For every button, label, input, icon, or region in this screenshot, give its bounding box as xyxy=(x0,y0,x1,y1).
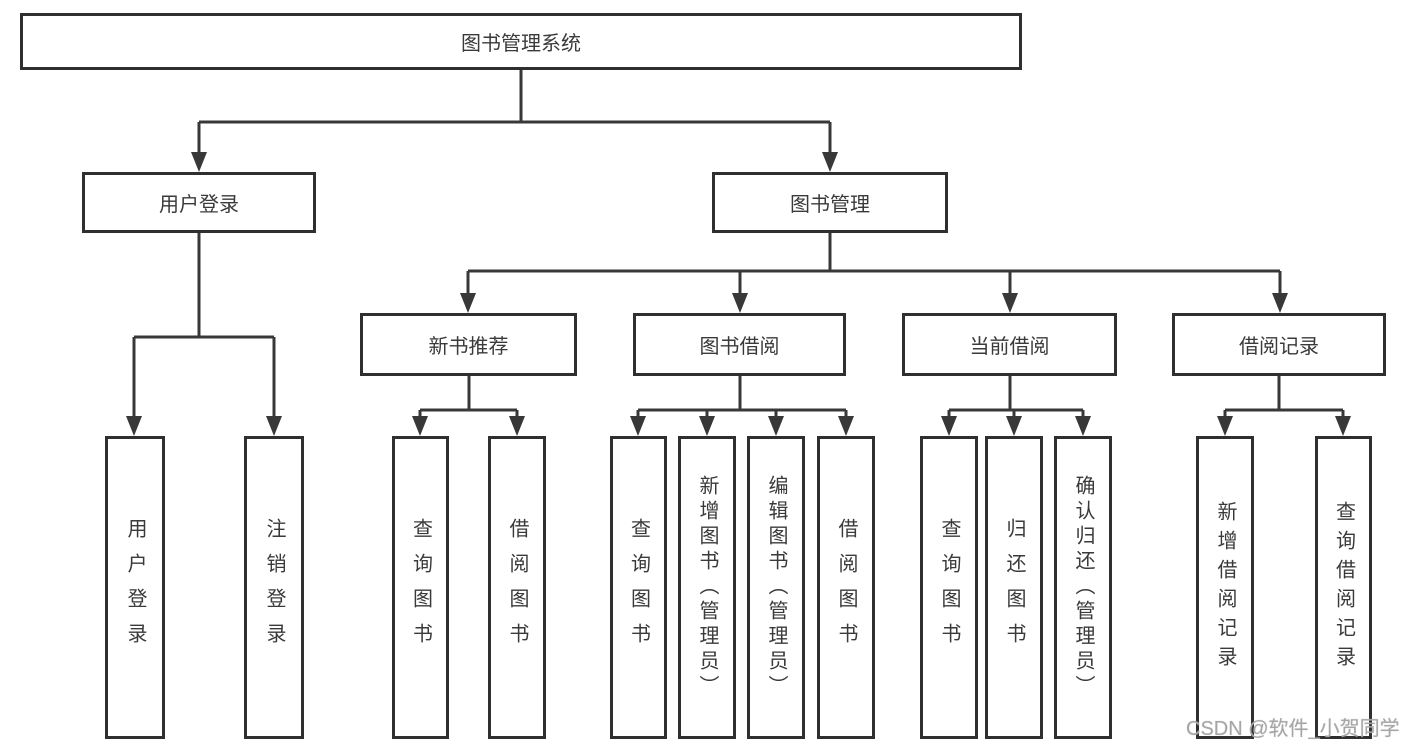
node-new-book-recommend: 新书推荐 xyxy=(360,313,577,376)
arrow-down-icon xyxy=(822,152,838,172)
arrow-down-icon xyxy=(460,293,476,313)
arrow-down-icon xyxy=(1272,293,1288,313)
arrow-down-icon xyxy=(1006,416,1022,436)
leaf-add-books-admin-label: 新增图书（管理员） xyxy=(696,475,718,700)
node-root-label: 图书管理系统 xyxy=(461,33,581,55)
arrow-down-icon xyxy=(266,416,282,436)
node-root: 图书管理系统 xyxy=(20,13,1022,70)
leaf-logout-label: 注销登录 xyxy=(263,517,285,658)
leaf-add-borrow-record-label: 新增借阅记录 xyxy=(1214,500,1236,675)
leaf-query-books-1: 查询图书 xyxy=(392,436,449,739)
arrow-down-icon xyxy=(768,416,784,436)
arrow-down-icon xyxy=(191,152,207,172)
leaf-add-borrow-record: 新增借阅记录 xyxy=(1196,436,1254,739)
csdn-watermark: CSDN @软件_小贺同学 xyxy=(1186,718,1400,740)
leaf-edit-books-admin-label: 编辑图书（管理员） xyxy=(765,475,787,700)
node-user-login: 用户登录 xyxy=(82,172,316,233)
node-current-borrowing-label: 当前借阅 xyxy=(969,336,1050,358)
arrow-down-icon xyxy=(1217,416,1233,436)
arrow-down-icon xyxy=(1002,293,1018,313)
arrow-down-icon xyxy=(1075,416,1091,436)
leaf-logout: 注销登录 xyxy=(244,436,304,739)
leaf-confirm-return-admin: 确认归还（管理员） xyxy=(1054,436,1112,739)
arrow-down-icon xyxy=(732,293,748,313)
leaf-query-borrow-record-label: 查询借阅记录 xyxy=(1332,500,1355,675)
leaf-add-books-admin: 新增图书（管理员） xyxy=(678,436,736,739)
arrow-down-icon xyxy=(941,416,957,436)
leaf-confirm-return-admin-label: 确认归还（管理员） xyxy=(1072,475,1094,700)
node-book-borrowing-label: 图书借阅 xyxy=(699,336,780,358)
arrow-down-icon xyxy=(412,416,428,436)
leaf-query-books-1-label: 查询图书 xyxy=(409,517,432,658)
node-user-login-label: 用户登录 xyxy=(159,194,239,216)
node-new-book-recommend-label: 新书推荐 xyxy=(428,336,509,358)
arrow-down-icon xyxy=(1335,416,1351,436)
leaf-query-books-2-label: 查询图书 xyxy=(627,517,650,658)
leaf-query-books-2: 查询图书 xyxy=(610,436,667,739)
node-borrowing-records: 借阅记录 xyxy=(1172,313,1386,376)
leaf-borrow-books-2-label: 借阅图书 xyxy=(835,517,857,658)
arrow-down-icon xyxy=(699,416,715,436)
node-borrowing-records-label: 借阅记录 xyxy=(1239,336,1319,358)
arrow-down-icon xyxy=(509,416,525,436)
leaf-query-books-3-label: 查询图书 xyxy=(938,517,960,658)
leaf-borrow-books-1-label: 借阅图书 xyxy=(506,517,528,658)
leaf-edit-books-admin: 编辑图书（管理员） xyxy=(747,436,805,739)
leaf-borrow-books-2: 借阅图书 xyxy=(817,436,875,739)
arrow-down-icon xyxy=(126,416,142,436)
leaf-user-login-label: 用户登录 xyxy=(124,517,146,658)
node-book-borrowing: 图书借阅 xyxy=(633,313,846,376)
leaf-query-books-3: 查询图书 xyxy=(920,436,978,739)
leaf-borrow-books-1: 借阅图书 xyxy=(488,436,546,739)
leaf-return-books: 归还图书 xyxy=(985,436,1043,739)
node-book-management-label: 图书管理 xyxy=(790,194,870,216)
arrow-down-icon xyxy=(838,416,854,436)
node-book-management: 图书管理 xyxy=(712,172,948,233)
arrow-down-icon xyxy=(630,416,646,436)
node-current-borrowing: 当前借阅 xyxy=(902,313,1117,376)
leaf-return-books-label: 归还图书 xyxy=(1003,517,1025,658)
leaf-user-login: 用户登录 xyxy=(105,436,165,739)
arrowhead-icons xyxy=(126,152,1351,436)
leaf-query-borrow-record: 查询借阅记录 xyxy=(1315,436,1372,739)
